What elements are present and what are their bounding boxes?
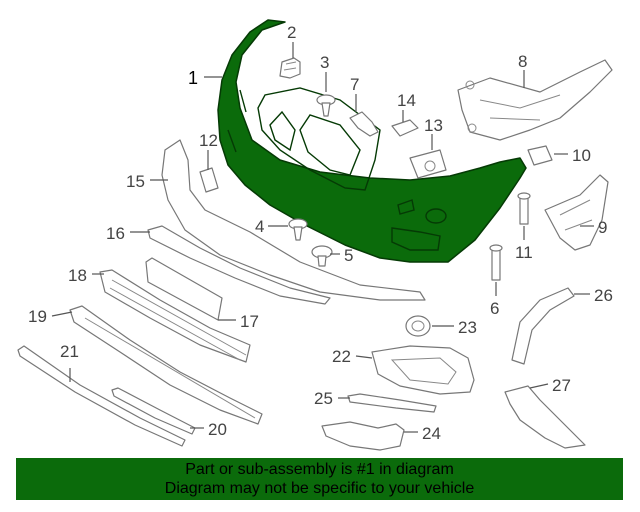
part-15-spoiler[interactable] (161, 139, 426, 301)
callout-12: 12 (199, 131, 218, 150)
part-20-trim[interactable] (111, 387, 196, 435)
callout-23: 23 (458, 318, 477, 337)
part-21-molding[interactable] (17, 345, 186, 447)
callout-15: 15 (126, 172, 145, 191)
part-1-bumper-cover[interactable] (217, 19, 527, 263)
callout-11: 11 (515, 243, 533, 262)
part-24-trim[interactable] (321, 421, 405, 451)
callout-1: 1 (188, 68, 198, 88)
callout-3: 3 (320, 53, 329, 72)
part-5-nut[interactable] (311, 245, 333, 267)
part-18-grille[interactable] (99, 269, 251, 363)
part-23-fog-lamp[interactable] (405, 315, 431, 337)
callout-16: 16 (106, 224, 125, 243)
part-13-cover[interactable] (409, 149, 447, 179)
callout-14: 14 (397, 91, 416, 110)
part-2-clip[interactable] (279, 57, 301, 79)
part-25-trim[interactable] (347, 393, 437, 413)
callout-25: 25 (314, 389, 333, 408)
callout-6: 6 (490, 299, 499, 318)
callout-8: 8 (518, 52, 527, 71)
callout-27: 27 (552, 376, 571, 395)
part-10-clip[interactable] (527, 145, 553, 166)
callout-5: 5 (344, 246, 353, 265)
callout-26: 26 (594, 286, 613, 305)
part-9-bracket[interactable] (544, 174, 609, 251)
callout-24: 24 (422, 424, 441, 443)
leader-lines (51, 42, 594, 433)
part-3-screw[interactable] (316, 94, 336, 117)
callout-10: 10 (572, 146, 591, 165)
part-12-bracket[interactable] (199, 167, 219, 193)
callout-7: 7 (350, 75, 359, 94)
callout-17: 17 (240, 312, 259, 331)
banner-line-2: Diagram may not be specific to your vehi… (164, 480, 475, 497)
part-16-trim-strip[interactable] (147, 225, 331, 305)
part-22-bezel[interactable] (371, 345, 475, 395)
callout-4: 4 (255, 217, 264, 236)
callout-13: 13 (424, 116, 443, 135)
callout-9: 9 (598, 218, 607, 237)
callout-21: 21 (60, 342, 79, 361)
part-26-arch-trim[interactable] (511, 287, 575, 365)
callout-numbers: 1 2 3 7 14 13 8 10 9 11 6 4 5 12 15 16 1… (28, 23, 613, 443)
info-banner: Part or sub-assembly is #1 in diagram Di… (16, 458, 623, 500)
banner-line-1: Part or sub-assembly is #1 in diagram (185, 461, 454, 478)
part-19-lower-grille[interactable] (69, 305, 263, 425)
part-14-cover[interactable] (391, 119, 419, 137)
part-4-screw[interactable] (288, 218, 308, 241)
part-8-bracket[interactable] (457, 59, 613, 141)
callout-2: 2 (287, 23, 296, 42)
part-6-clip[interactable] (489, 244, 503, 281)
part-11-clip[interactable] (517, 192, 531, 225)
callout-22: 22 (332, 347, 351, 366)
callout-19: 19 (28, 307, 47, 326)
part-17-plate-bracket[interactable] (145, 257, 223, 321)
part-27-air-duct[interactable] (504, 385, 586, 449)
callout-20: 20 (208, 420, 227, 439)
callout-18: 18 (68, 266, 87, 285)
part-7-bracket[interactable] (349, 111, 379, 137)
